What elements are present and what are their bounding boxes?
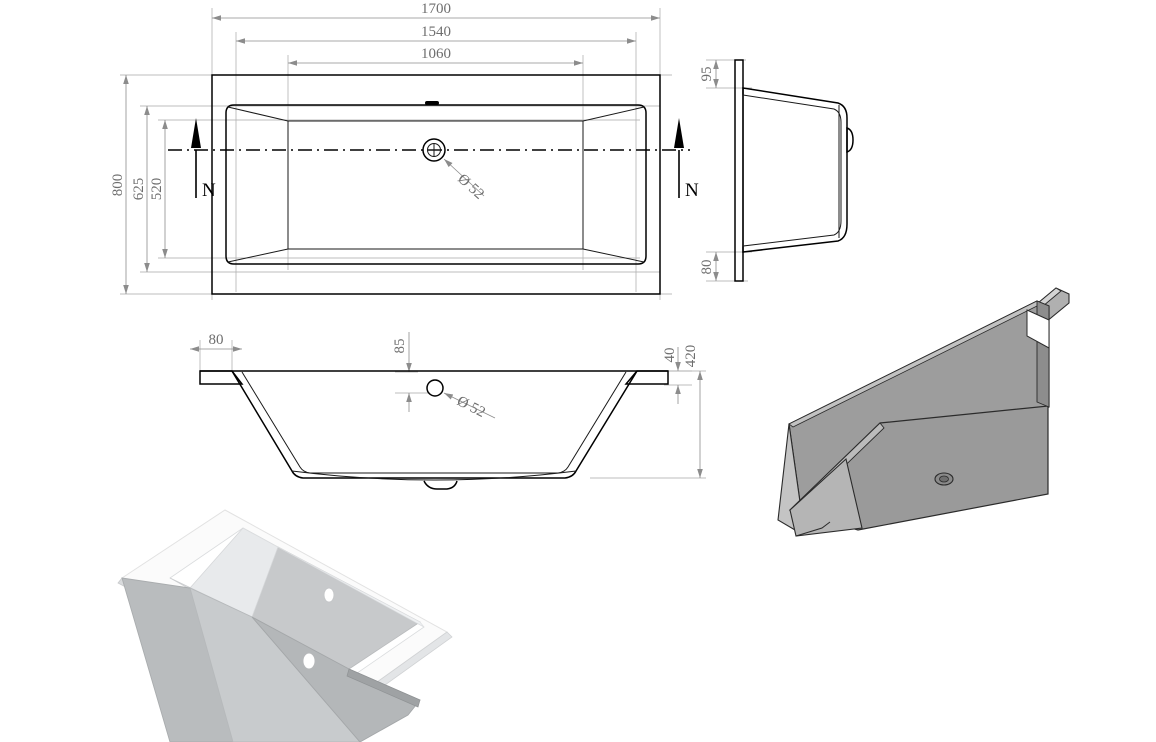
section-drain-nub (423, 480, 458, 490)
dim-rim-thickness: 40 (662, 348, 678, 363)
iso-white-under-strip (346, 668, 421, 708)
section-marker-left: N (191, 118, 216, 201)
top-view-group: 1700 1540 1060 800 625 520 (110, 1, 699, 300)
dim-overflow-height: 85 (392, 339, 408, 354)
dim-inner-length-upper: 1540 (421, 24, 451, 40)
side-view-rim-plate (734, 59, 744, 282)
side-view-group: 95 80 (699, 59, 854, 282)
top-view-taper-lines (227, 106, 645, 263)
iso-gray-left-face (789, 457, 863, 537)
top-view-vertical-dims: 800 625 520 (110, 75, 168, 294)
section-dim-80: 80 (190, 332, 242, 372)
iso-gray-right-notch (1026, 309, 1050, 349)
iso-white-body-front-face (189, 587, 361, 742)
section-outer-wall (231, 370, 638, 479)
label-section-overflow-diameter: Ø 52 (454, 393, 488, 421)
section-marker-right: N (674, 118, 699, 201)
iso-white-view (117, 509, 453, 742)
section-right-rim-block (624, 370, 669, 385)
section-inner-wall (241, 371, 627, 474)
section-view-group: 80 85 40 42 (190, 332, 706, 490)
label-waste-diameter: Ø 52 (454, 171, 487, 203)
section-label-left: N (202, 180, 216, 201)
dim-inner-length-base: 1060 (421, 46, 451, 62)
top-view-waste-hole (422, 138, 446, 162)
iso-white-overflow-hole (323, 587, 335, 603)
iso-white-body-right-face (251, 616, 421, 742)
section-bottom-curve (291, 470, 577, 481)
dim-rim-to-top: 95 (699, 67, 715, 82)
top-view-bowl-base (287, 120, 584, 250)
section-label-right: N (685, 180, 699, 201)
iso-gray-foot-line (795, 521, 831, 537)
section-dim-420: 420 (590, 345, 706, 479)
dim-inner-width-upper: 625 (131, 178, 147, 201)
iso-gray-view (777, 287, 1070, 537)
section-left-rim-block (199, 370, 244, 385)
dim-inner-width-base: 520 (149, 178, 165, 201)
side-view-tub-inner (742, 94, 842, 247)
section-dim-85: 85 (392, 332, 430, 412)
dim-rim-width: 80 (209, 332, 224, 348)
side-view-overflow-nub (846, 126, 854, 154)
top-view-horizontal-dims: 1700 1540 1060 (212, 1, 660, 66)
top-view-waste-leader: Ø 52 (443, 158, 487, 203)
dim-overall-width: 800 (110, 174, 126, 197)
top-view-extension-lines (120, 8, 672, 300)
iso-white-waste-hole (302, 652, 316, 670)
dim-foot-height: 80 (699, 260, 715, 275)
side-view-tub-body (742, 87, 848, 253)
side-view-dim-95: 95 (699, 59, 752, 89)
side-view-dim-80: 80 (699, 251, 752, 282)
iso-gray-waste-hole-inner (939, 475, 949, 483)
section-overflow-leader: Ø 52 (443, 392, 496, 421)
iso-white-upper-slope (242, 527, 425, 628)
top-view-bowl-opening (225, 104, 647, 265)
dim-overall-height: 420 (683, 345, 699, 368)
dim-overall-length: 1700 (421, 1, 451, 17)
top-view-overflow-slot (425, 101, 439, 105)
top-view-outer-rim (211, 74, 661, 295)
section-overflow-hole (426, 379, 444, 397)
